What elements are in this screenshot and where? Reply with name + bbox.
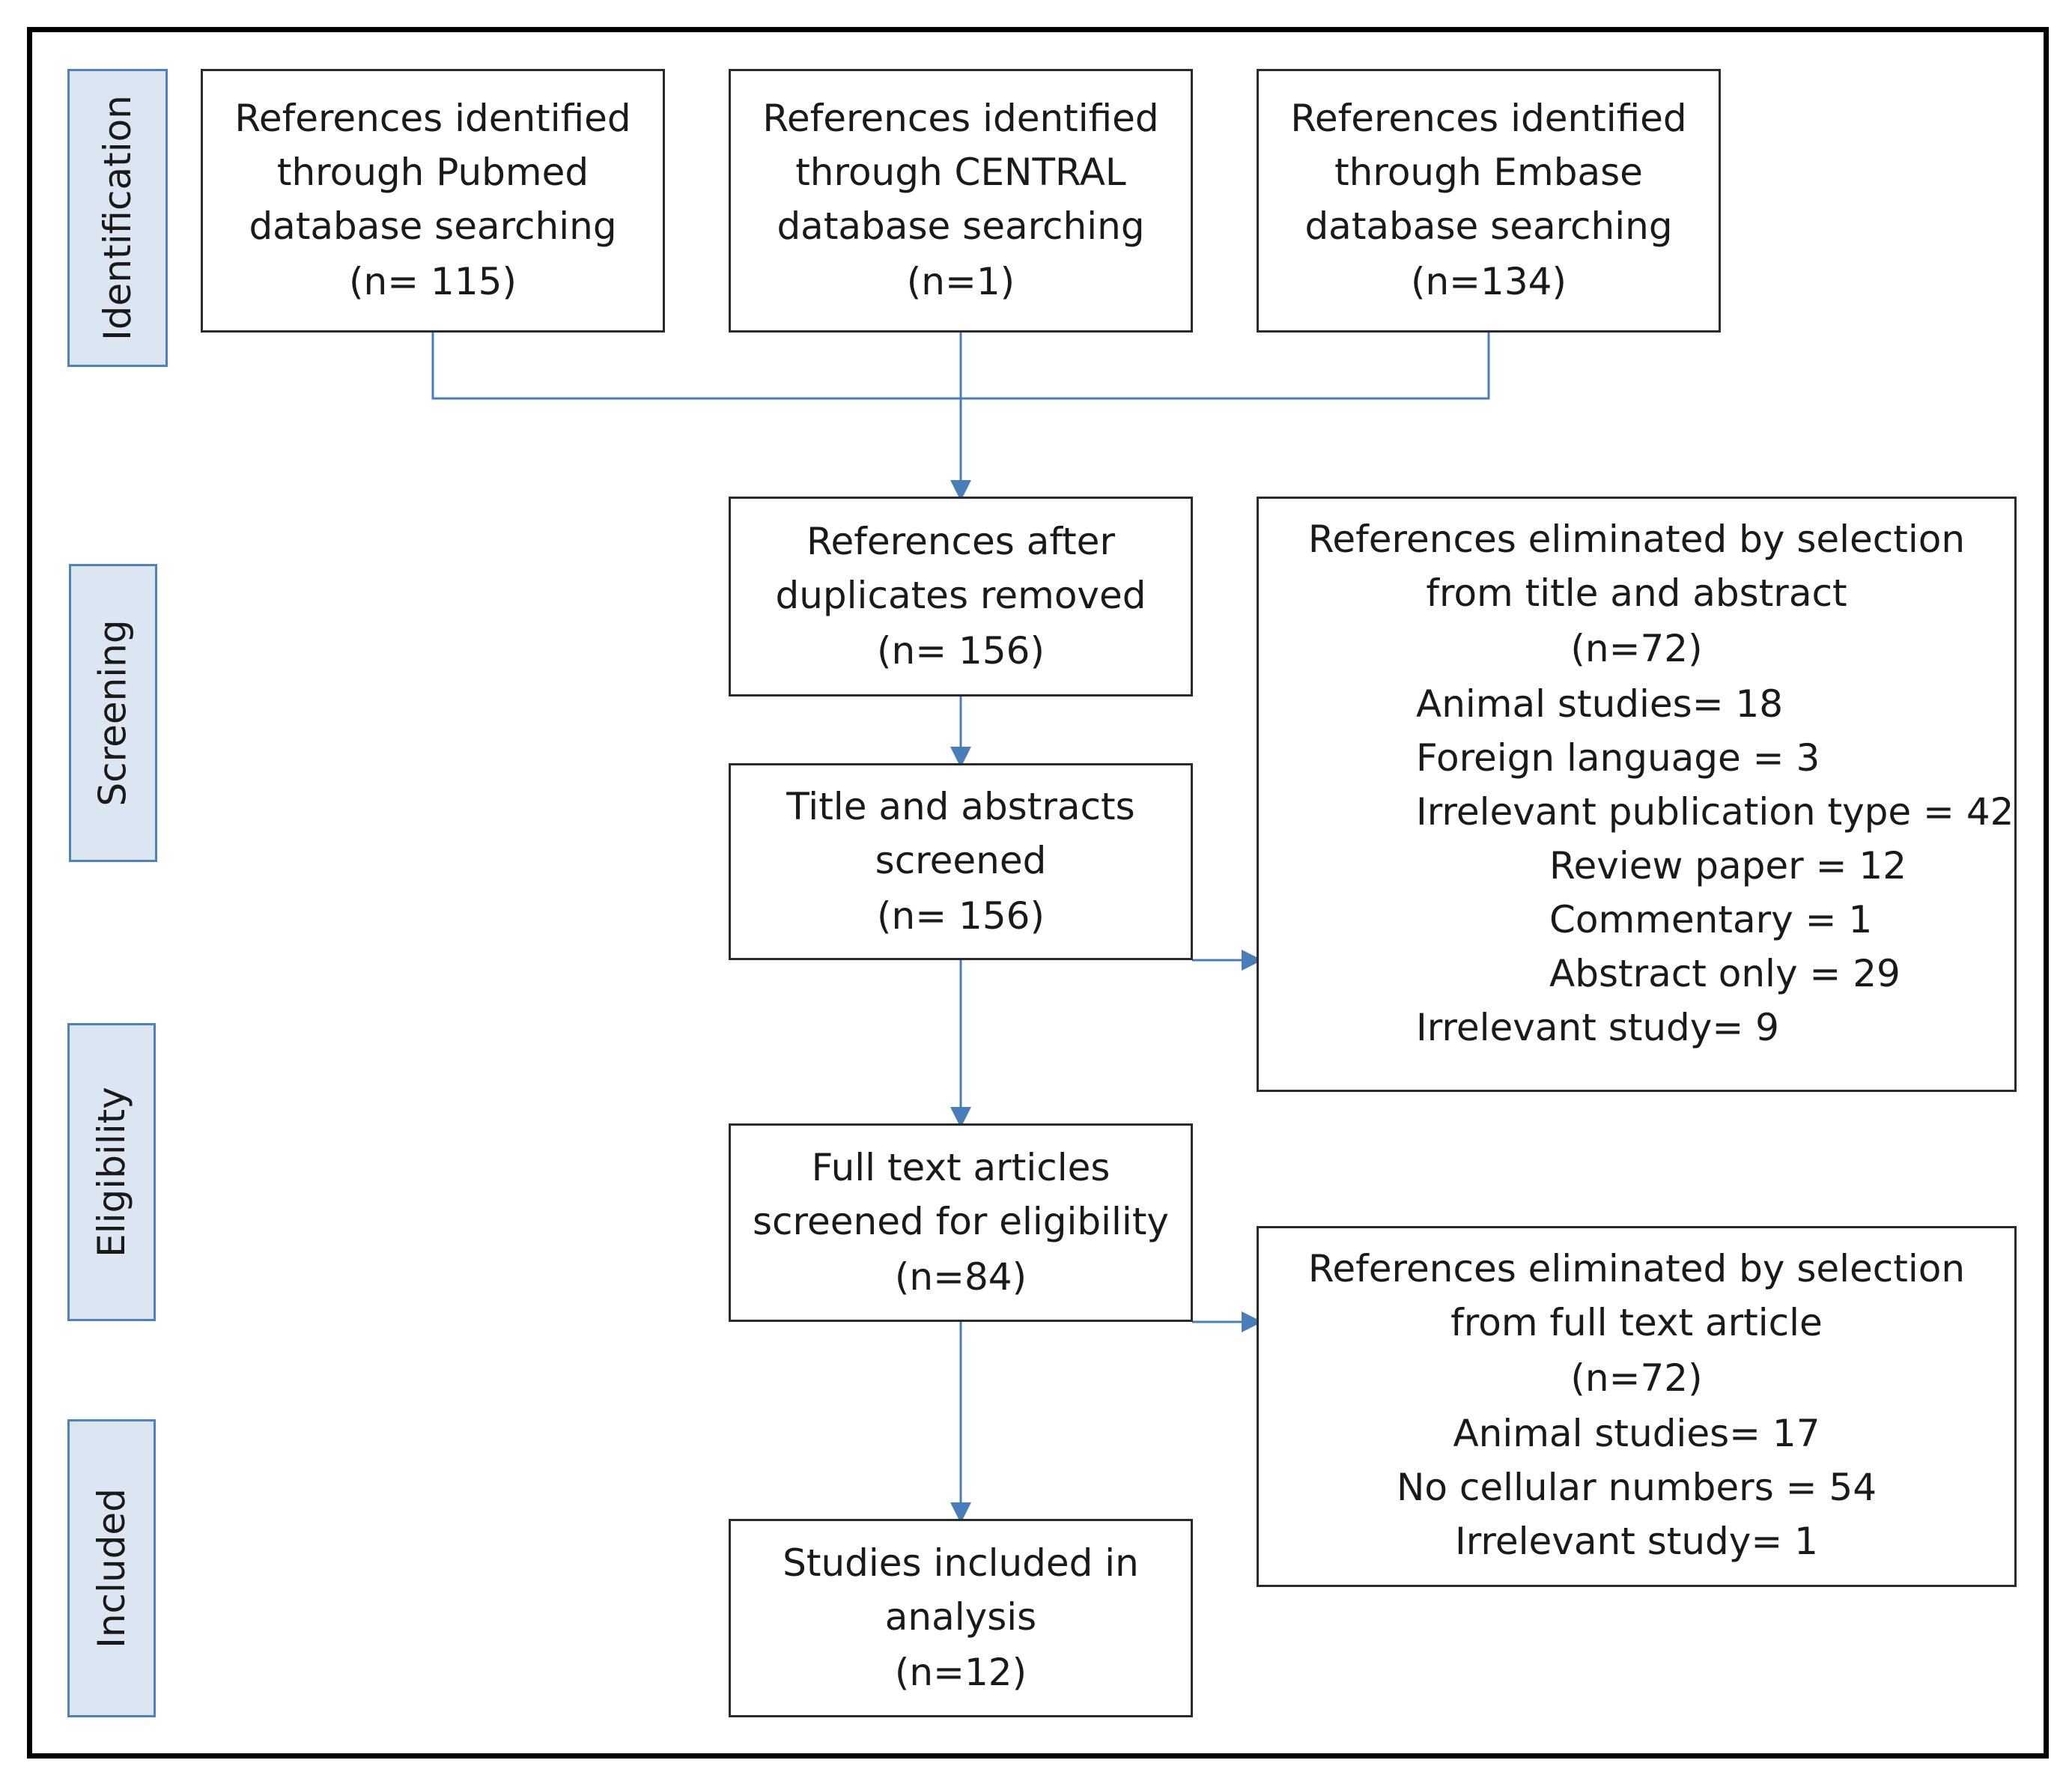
node-text: through Pubmed xyxy=(276,151,589,194)
node-text: References after xyxy=(806,519,1115,563)
node-text: database searching xyxy=(1304,204,1673,248)
node-text: through CENTRAL xyxy=(795,151,1126,194)
pubmed-box: References identified through Pubmed dat… xyxy=(201,69,665,333)
phase-screening-label: Screening xyxy=(91,619,135,807)
node-count: (n=1) xyxy=(906,260,1015,303)
node-count: (n= 115) xyxy=(349,260,517,303)
node-text: from full text article xyxy=(1450,1301,1823,1344)
node-count: (n=134) xyxy=(1410,260,1567,303)
excluded-fulltext-box: References eliminated by selection from … xyxy=(1257,1226,2017,1587)
node-text: database searching xyxy=(777,204,1145,248)
node-text: database searching xyxy=(249,204,617,248)
node-text: Full text articles xyxy=(811,1145,1111,1189)
exclusion-subitem: Abstract only = 29 xyxy=(1549,952,1901,995)
node-count: (n=12) xyxy=(894,1650,1027,1694)
exclusion-item: Animal studies= 17 xyxy=(1453,1412,1820,1455)
node-text: Studies included in xyxy=(783,1541,1139,1585)
exclusion-item: Irrelevant publication type = 42 xyxy=(1416,790,2014,834)
central-box: References identified through CENTRAL da… xyxy=(729,69,1193,333)
node-count: (n= 156) xyxy=(877,628,1045,673)
included-box: Studies included in analysis (n=12) xyxy=(729,1519,1193,1717)
fulltext-box: Full text articles screened for eligibil… xyxy=(729,1123,1193,1322)
connector-pubmed xyxy=(431,333,961,400)
exclusion-item: No cellular numbers = 54 xyxy=(1396,1466,1877,1509)
node-text: References eliminated by selection xyxy=(1307,518,1966,561)
node-text: analysis xyxy=(884,1595,1037,1639)
figure-frame xyxy=(27,27,2049,1759)
embase-box: References identified through Embase dat… xyxy=(1257,69,1721,333)
node-text: from title and abstract xyxy=(1426,571,1847,615)
node-text: through Embase xyxy=(1334,151,1643,194)
exclusion-item: Irrelevant study= 1 xyxy=(1455,1520,1818,1563)
phase-screening: Screening xyxy=(69,564,157,862)
exclusion-item: Foreign language = 3 xyxy=(1416,736,1820,780)
exclusion-item: Animal studies= 18 xyxy=(1416,682,1784,726)
node-count: (n=84) xyxy=(894,1254,1027,1299)
exclusion-list: Animal studies= 18 Foreign language = 3 … xyxy=(1259,677,2014,1055)
excluded-title-box: References eliminated by selection from … xyxy=(1257,497,2017,1092)
phase-eligibility-label: Eligibility xyxy=(90,1087,133,1257)
phase-identification-label: Identification xyxy=(96,95,139,341)
node-count: (n=72) xyxy=(1570,627,1703,670)
phase-eligibility: Eligibility xyxy=(67,1023,156,1321)
phase-included-label: Included xyxy=(90,1488,133,1648)
node-text: Title and abstracts xyxy=(786,784,1135,828)
phase-identification: Identification xyxy=(67,69,168,367)
node-text: screened xyxy=(875,838,1047,882)
exclusion-subitem: Review paper = 12 xyxy=(1549,844,1907,888)
node-text: References identified xyxy=(762,97,1159,140)
node-text: duplicates removed xyxy=(775,573,1146,617)
exclusion-subitem: Commentary = 1 xyxy=(1549,898,1873,941)
node-count: (n=72) xyxy=(1570,1356,1703,1400)
node-text: References identified xyxy=(234,97,631,140)
phase-included: Included xyxy=(67,1419,156,1717)
node-text: screened for eligibility xyxy=(752,1199,1170,1243)
node-count: (n= 156) xyxy=(877,893,1045,938)
dedup-box: References after duplicates removed (n= … xyxy=(729,497,1193,697)
exclusion-item: Irrelevant study= 9 xyxy=(1416,1006,1779,1049)
node-text: References identified xyxy=(1290,97,1687,140)
screened-box: Title and abstracts screened (n= 156) xyxy=(729,763,1193,960)
node-text: References eliminated by selection xyxy=(1307,1247,1966,1290)
connector-embase xyxy=(961,333,1490,400)
